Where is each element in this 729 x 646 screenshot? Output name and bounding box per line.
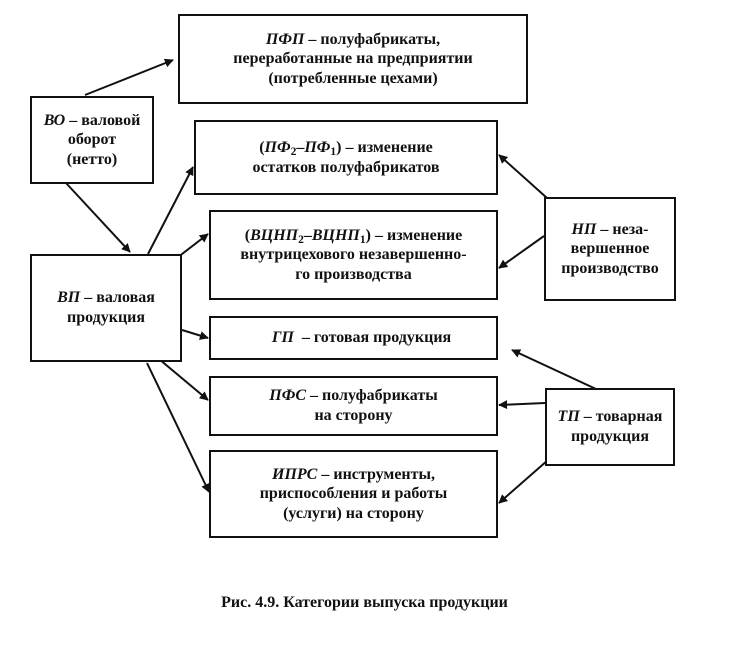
box-iprs: ИПРС – инструменты, приспособления и раб… [209, 450, 498, 538]
dpf-open: ( [259, 138, 265, 156]
iprs-line2: приспособления и работы [259, 485, 448, 503]
iprs-line3: (услуги) на сторону [283, 504, 424, 522]
box-gp: ГП – готовая продукция [209, 316, 498, 360]
figure-caption: Рис. 4.9. Категории выпуска продукции [221, 594, 508, 611]
arrow-vp-to-iprs [146, 362, 210, 493]
np-line3: производство [561, 259, 659, 277]
pfp-abbr: ПФП [265, 30, 305, 48]
arrow-vo-to-vp [65, 182, 131, 253]
arrow-vo-to-pfp [84, 58, 174, 96]
box-vo: ВО – валовой оборот (нетто) [30, 96, 154, 184]
arrow-tp-to-gp [511, 349, 597, 390]
iprs-abbr: ИПРС [272, 465, 318, 483]
vo-abbr: ВО [43, 111, 66, 129]
pfp-line3: (потребленные цехами) [268, 69, 438, 87]
arrow-np-to-dvcnp [498, 235, 545, 269]
box-dvcnp: (ВЦНП2–ВЦНП1) – изменение внутрицехового… [209, 210, 498, 300]
vo-line1: – валовой [65, 111, 141, 129]
pfs-line2: на сторону [314, 407, 393, 424]
arrow-tp-to-iprs [498, 459, 549, 504]
pfp-line1: – полуфабрикаты, [304, 30, 441, 48]
box-np: НП – неза- вершенное производство [544, 197, 676, 301]
dvcnp-a-sub: 2 [298, 233, 304, 246]
arrow-vp-to-dpf [147, 166, 194, 255]
arrow-vp-to-gp [181, 329, 209, 340]
dpf-b: ПФ [304, 138, 331, 156]
dvcnp-line2: внутрицехового незавершенно- [240, 246, 467, 264]
pfs-line1: – полуфабрикаты [306, 387, 438, 405]
dvcnp-open: ( [244, 226, 251, 244]
dpf-dash: – [296, 138, 305, 156]
dvcnp-line1: – изменение [370, 226, 463, 244]
gp-line1: – готовая продукция [293, 329, 452, 347]
vo-line3: (нетто) [66, 150, 118, 168]
vp-line1: – валовая [80, 289, 155, 307]
dvcnp-b-sub: 1 [359, 233, 366, 246]
dpf-a: ПФ [264, 138, 291, 156]
dpf-close: ) [336, 138, 342, 156]
np-line1: – неза- [596, 220, 649, 238]
tp-abbr: ТП [557, 408, 580, 426]
box-tp: ТП – товарная продукция [545, 388, 675, 466]
dvcnp-b: ВЦНП [311, 226, 360, 244]
dpf-line2: остатков полуфабрикатов [252, 158, 440, 176]
box-dpf: (ПФ2–ПФ1) – изменение остатков полуфабри… [194, 120, 498, 195]
np-abbr: НП [571, 220, 597, 238]
dvcnp-dash: – [303, 226, 312, 244]
pfp-line2: переработанные на предприятии [233, 50, 473, 68]
dpf-a-sub: 2 [290, 145, 297, 158]
dvcnp-close: ) [365, 226, 371, 244]
box-pfp: ПФП – полуфабрикаты, переработанные на п… [178, 14, 528, 104]
pfs-abbr: ПФС [269, 387, 307, 405]
dvcnp-line3: го производства [295, 265, 412, 283]
arrow-np-to-dpf [498, 154, 548, 199]
vo-line2: оборот [67, 131, 117, 149]
vp-abbr: ВП [57, 289, 81, 307]
np-line2: вершенное [570, 240, 650, 258]
tp-line1: – товарная [579, 408, 663, 426]
gp-abbr: ГП [271, 329, 294, 347]
iprs-line1: – инструменты, [317, 465, 435, 483]
dvcnp-a: ВЦНП [250, 226, 299, 244]
dpf-line1: – изменение [341, 138, 433, 156]
box-vp: ВП – валовая продукция [30, 254, 182, 362]
box-pfs: ПФС – полуфабрикаты на сторону [209, 376, 498, 436]
arrow-tp-to-pfs [498, 400, 546, 410]
tp-line2: продукция [570, 428, 650, 445]
dpf-b-sub: 1 [330, 145, 337, 158]
vp-line2: продукция [66, 309, 146, 326]
